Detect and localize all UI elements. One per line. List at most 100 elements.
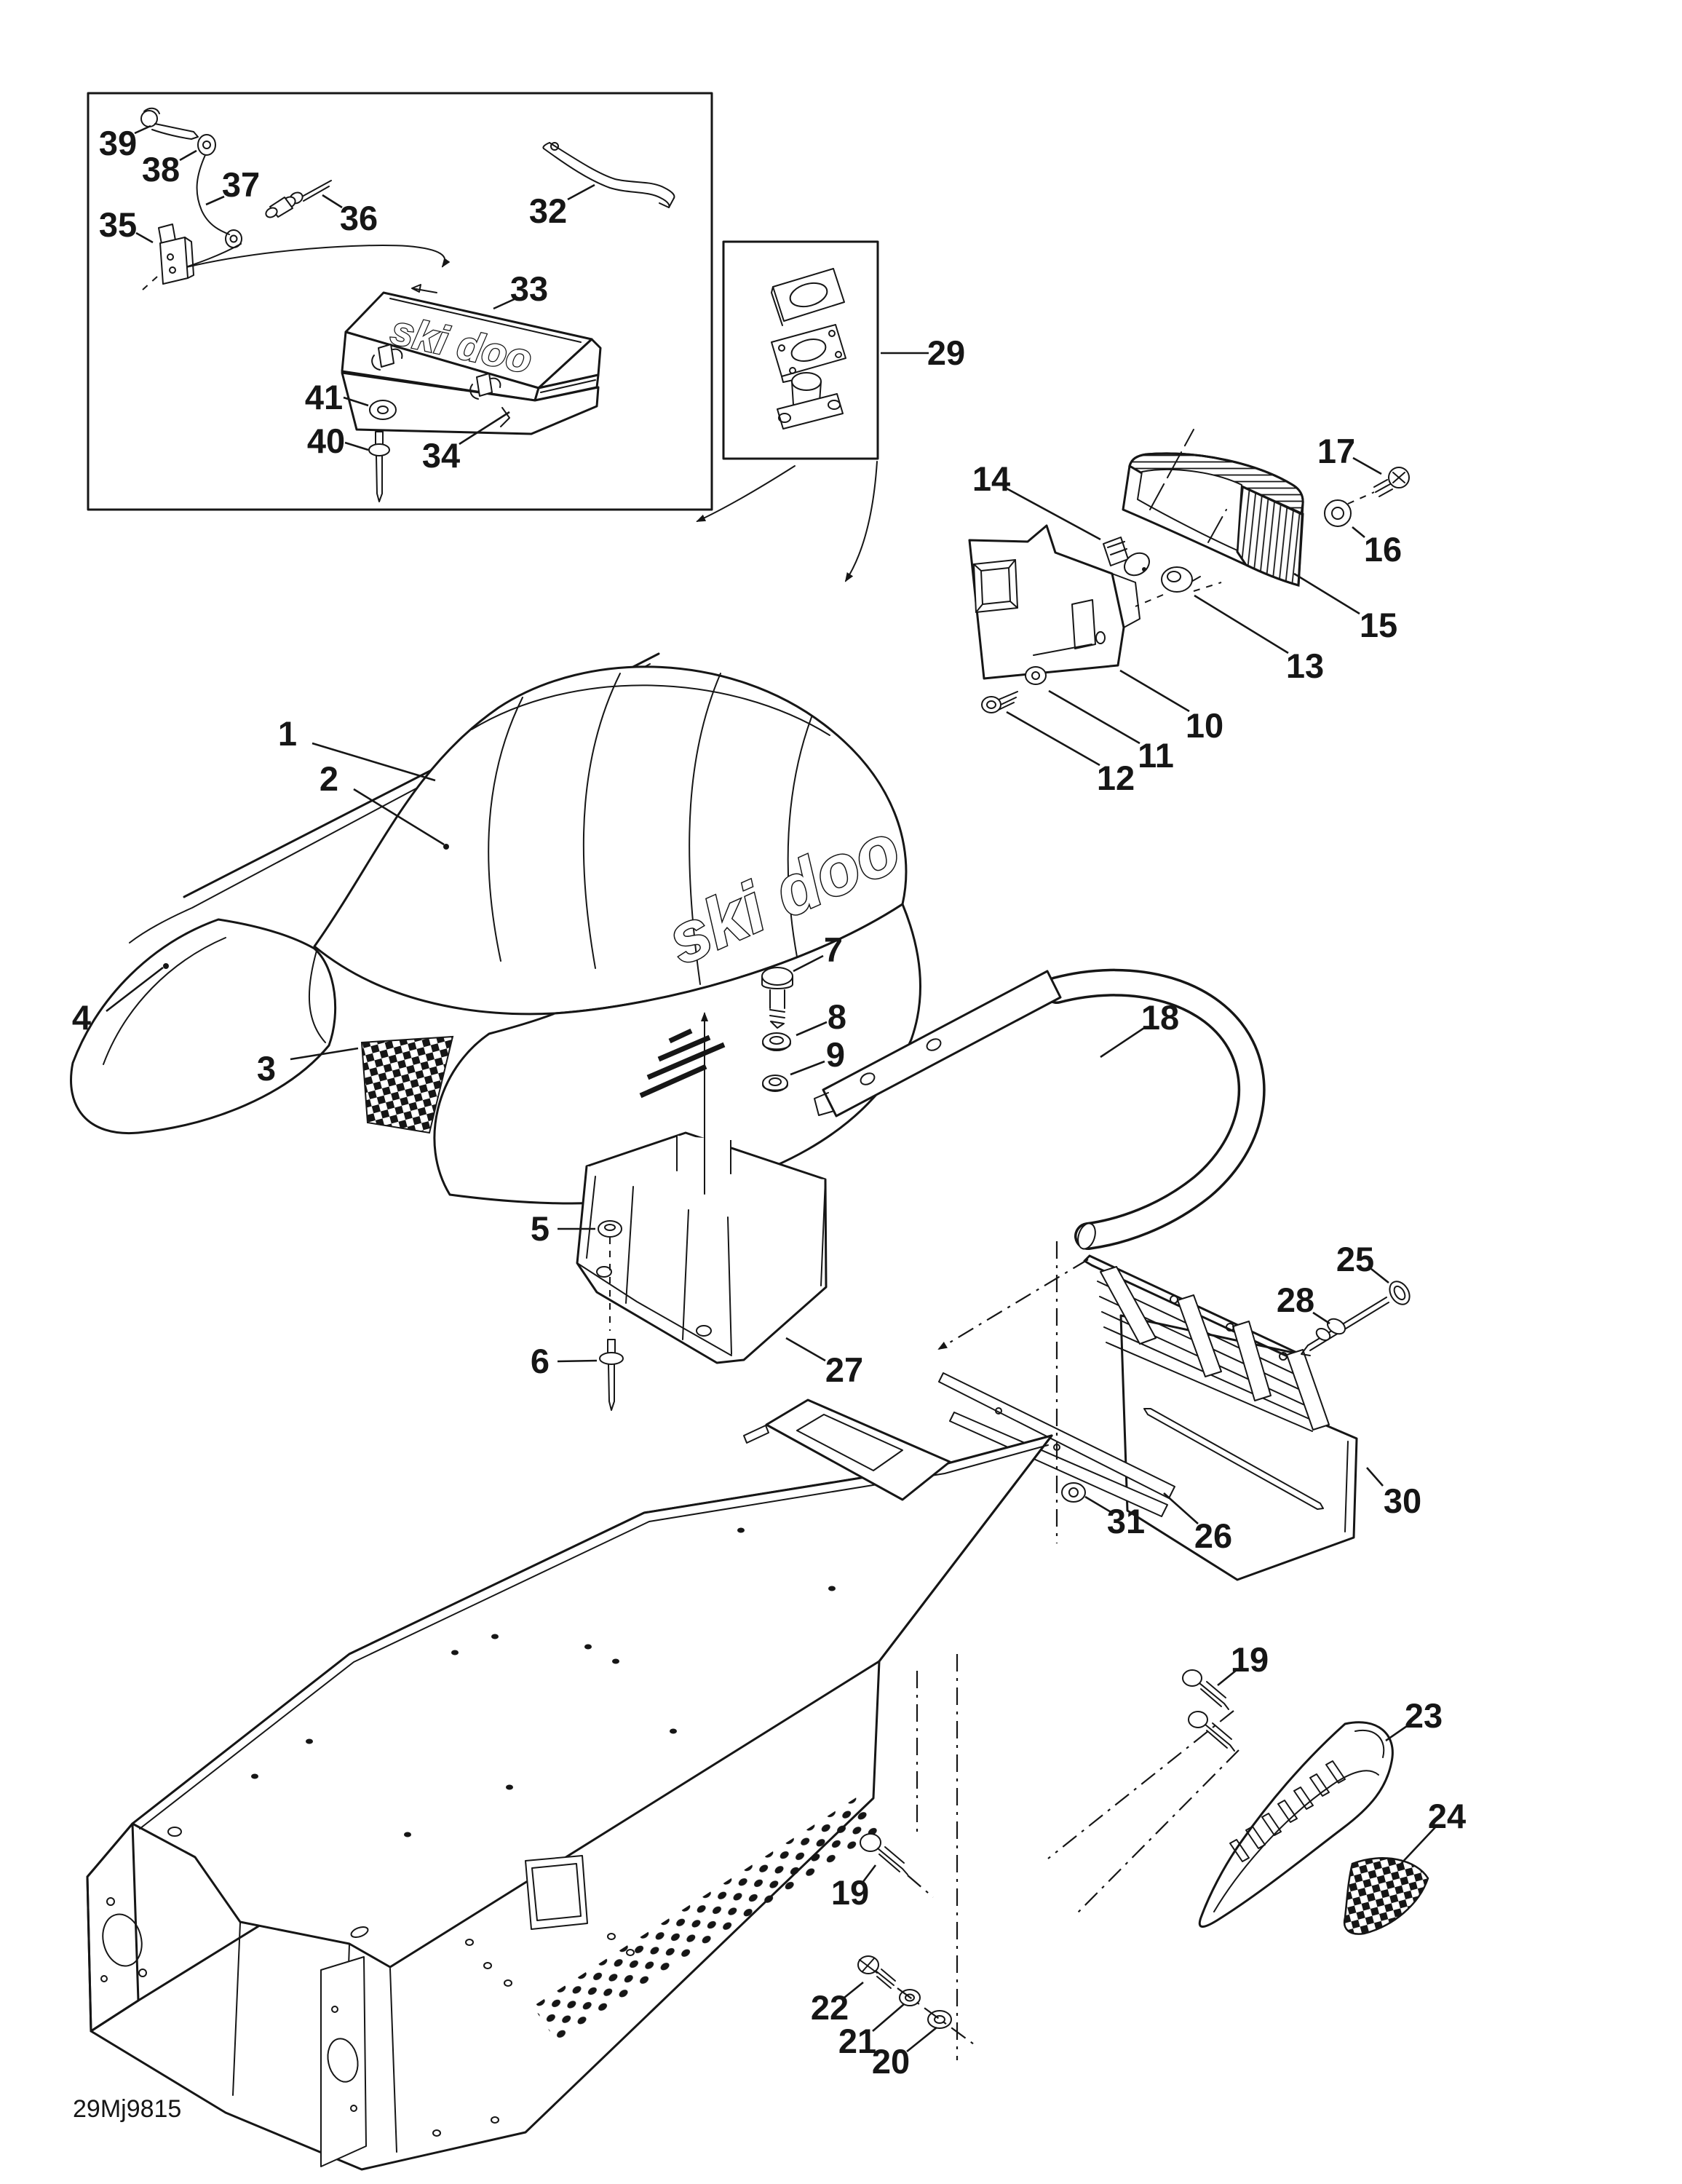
leader-line-36: [322, 194, 343, 209]
vent-screws-19: [1182, 1669, 1235, 1752]
callout-19-38: 19: [831, 1864, 877, 1912]
part-number-36: 36: [340, 199, 378, 237]
callout-7-23: 7: [793, 930, 843, 973]
callout-24-37: 24: [1400, 1797, 1466, 1865]
washer-16: [1324, 491, 1375, 527]
part-number-40: 40: [307, 422, 345, 460]
part-number-28: 28: [1277, 1281, 1314, 1319]
seat-assembly: ski doo: [70, 652, 921, 1205]
screw-19b: [860, 1833, 908, 1875]
part-number-8: 8: [828, 997, 846, 1036]
part-number-19: 19: [1231, 1640, 1269, 1679]
callout-13-15: 13: [1194, 594, 1324, 685]
leader-line-20: [906, 2026, 937, 2053]
callout-29-10: 29: [881, 333, 965, 372]
leader-line-25: [1370, 1267, 1389, 1284]
part-number-17: 17: [1317, 432, 1355, 470]
part-number-2: 2: [320, 759, 338, 798]
tunnel-lower-edges: [90, 1660, 881, 2171]
leader-line-33: [493, 296, 518, 310]
callout-30-32: 30: [1366, 1467, 1421, 1520]
taillight-assembly: [968, 429, 1410, 713]
leader-line-12: [1006, 711, 1100, 767]
part-number-39: 39: [99, 124, 137, 162]
washer-41: [369, 400, 397, 420]
tunnel-frame: [86, 1398, 1053, 2171]
leader-line-18: [1100, 1026, 1145, 1059]
leader-line-39: [134, 124, 151, 135]
gasket-plate: [771, 324, 846, 383]
callout-38-1: 38: [142, 149, 197, 189]
seat-cushion-2: [313, 665, 908, 1016]
callout-14-11: 14: [972, 459, 1101, 541]
callout-17-12: 17: [1317, 432, 1382, 475]
callout-25-30: 25: [1336, 1240, 1389, 1284]
part-number-32: 32: [529, 191, 567, 230]
tunnel-rear-bracket: [743, 1398, 951, 1501]
callout-16-13: 16: [1352, 526, 1402, 569]
latch-fitting: [777, 372, 844, 430]
vent-cover-23: [1198, 1721, 1394, 1928]
flanged-nut-8: [762, 1032, 791, 1051]
grommet-nut-13: [1135, 566, 1222, 607]
screw-12: [981, 691, 1018, 713]
toolbox-bottom-34: [341, 371, 600, 435]
gasket-kit-box-29: [722, 240, 879, 460]
part-number-12: 12: [1097, 759, 1135, 797]
callout-27-29: 27: [785, 1337, 863, 1389]
part-number-31: 31: [1107, 1502, 1145, 1540]
callout-31-34: 31: [1084, 1495, 1145, 1540]
leader-line-27: [785, 1337, 826, 1362]
part-number-3: 3: [257, 1049, 276, 1088]
leader-line-41: [343, 396, 369, 407]
callout-35-4: 35: [99, 205, 154, 244]
grab-handle-18: [814, 968, 1266, 1250]
part-number-33: 33: [510, 269, 548, 308]
cap-25: [1389, 1281, 1411, 1305]
callout-15-14: 15: [1293, 572, 1397, 644]
callout-36-3: 36: [322, 194, 378, 237]
leader-line-24: [1400, 1827, 1436, 1865]
leader-line-15: [1293, 572, 1360, 615]
leader-line-4: [106, 966, 164, 1013]
callout-3-22: 3: [257, 1047, 359, 1088]
callout-2-20: 2: [320, 759, 445, 846]
leader-line-3: [290, 1047, 359, 1061]
callout-18-26: 18: [1100, 998, 1179, 1059]
callout-6-28: 6: [531, 1342, 598, 1380]
callout-41-7: 41: [305, 378, 369, 416]
taillight-bulb-14: [1103, 537, 1150, 577]
part-number-14: 14: [972, 459, 1010, 498]
part-number-25: 25: [1336, 1240, 1374, 1278]
callout-8-24: 8: [796, 997, 846, 1037]
part-number-9: 9: [826, 1035, 845, 1074]
push-pin-6: [599, 1339, 624, 1411]
leader-line-40: [344, 441, 369, 451]
part-number-26: 26: [1194, 1516, 1232, 1555]
leader-line-1: [312, 742, 436, 782]
storage-box-27: [576, 1012, 828, 1411]
leader-line-13: [1194, 594, 1289, 654]
grommet-5: [598, 1220, 622, 1331]
washer-11: [1025, 666, 1047, 685]
screwdriver-36: [265, 180, 332, 218]
leader-line-2: [353, 788, 445, 846]
leader-line-21: [872, 2003, 905, 2032]
part-number-20: 20: [872, 2042, 910, 2081]
callout-21-40: 21: [838, 2003, 905, 2060]
assembly-arrows-29: [696, 461, 878, 582]
part-number-4: 4: [72, 998, 91, 1037]
leader-line-37: [205, 195, 225, 206]
part-number-19: 19: [831, 1873, 869, 1912]
leader-line-38: [179, 149, 197, 162]
callout-22-39: 22: [811, 1981, 864, 2027]
part-number-7: 7: [824, 930, 843, 969]
part-number-37: 37: [222, 165, 260, 204]
leader-line-23: [1385, 1725, 1408, 1742]
side-vent-group: [1182, 1669, 1429, 1935]
callout-28-31: 28: [1277, 1281, 1330, 1325]
part-number-23: 23: [1405, 1696, 1443, 1735]
leader-line-14: [1006, 487, 1101, 541]
